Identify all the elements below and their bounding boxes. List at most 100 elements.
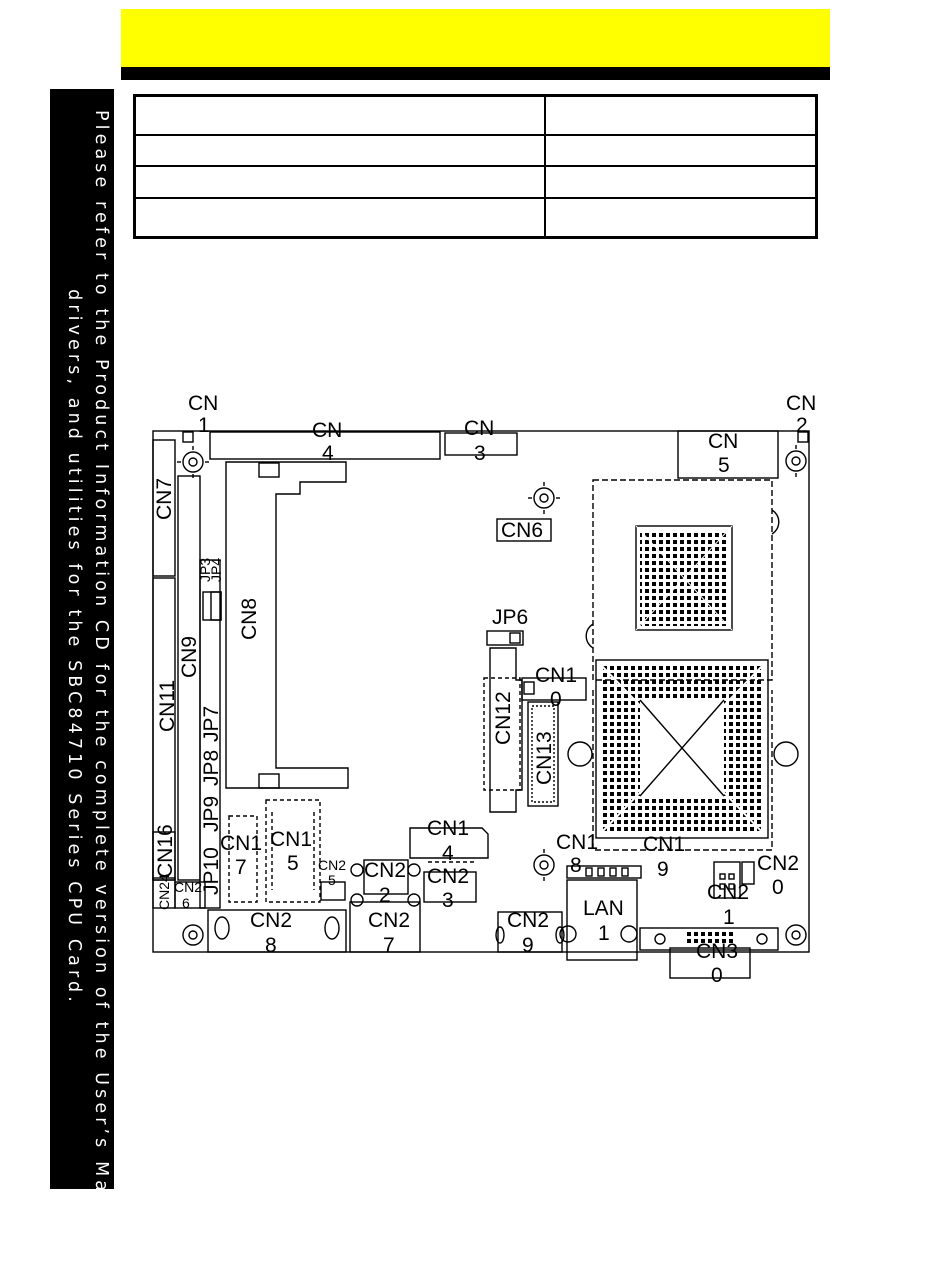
cn18-label: CN1 — [556, 831, 598, 854]
cn29-label: CN2 — [507, 909, 549, 932]
cn14-connector — [409, 827, 489, 859]
cn14-label: CN1 — [427, 817, 469, 840]
lan1-label: LAN — [583, 897, 624, 920]
cn10-label-num: 0 — [550, 688, 562, 711]
cn2-label: CN — [786, 392, 816, 415]
cn20-connector — [713, 861, 741, 899]
cn8-latch-top — [258, 462, 280, 478]
cn18-connector — [566, 865, 642, 879]
table-cell — [133, 165, 546, 200]
mount-hole-bottom-right — [785, 924, 807, 946]
cn12-connector — [489, 647, 523, 813]
cn1-label-num: 1 — [198, 414, 210, 437]
cn8-slot — [225, 461, 349, 789]
cn22-label: CN2 — [364, 859, 406, 882]
jp10-label: JP10 — [200, 847, 223, 895]
cn11-label: CN11 — [156, 680, 179, 732]
cn19-label-num: 9 — [657, 858, 669, 881]
cn6-connector — [496, 518, 552, 542]
cn26-label-num: 6 — [182, 895, 190, 911]
jp8-label: JP8 — [200, 750, 223, 786]
cn17-label: CN1 — [220, 832, 262, 855]
cn18-label-num: 8 — [570, 854, 582, 877]
cn27-connector — [349, 901, 421, 953]
cn23-label-num: 3 — [442, 889, 454, 912]
cn3-label-num: 3 — [474, 442, 486, 465]
table-cell — [133, 133, 546, 168]
cn30-label-num: 0 — [711, 964, 723, 987]
table-cell — [133, 197, 546, 239]
side-note-tab — [50, 89, 114, 1189]
mount-hole-top-left — [177, 446, 209, 478]
cn19-label: CN1 — [643, 833, 685, 856]
table-row — [133, 94, 818, 136]
cn6-label: CN6 — [501, 519, 543, 542]
cn5-label-num: 5 — [718, 454, 730, 477]
cn7-label: CN7 — [153, 478, 176, 520]
jp3-jumper — [202, 591, 222, 621]
cn4-connector — [209, 431, 441, 460]
cn7-connector — [152, 439, 176, 577]
table-cell — [133, 94, 546, 136]
cn20-label: CN2 — [757, 852, 799, 875]
jp4-label: JP4 — [208, 558, 224, 582]
cn17-connector — [228, 815, 258, 903]
cn25-label: CN2 — [318, 857, 346, 873]
cn22-connector — [363, 859, 409, 895]
cn10-label: CN1 — [535, 664, 577, 687]
cn30-connector — [639, 927, 779, 951]
cn5-connector — [677, 430, 779, 479]
cn24-label: CN24 — [156, 874, 172, 910]
cn26-connector — [174, 881, 206, 909]
cn25-header — [320, 881, 346, 901]
cn28-connector — [207, 909, 347, 953]
cn13-connector — [527, 701, 559, 807]
cn4-label-num: 4 — [322, 442, 334, 465]
cn15-label-num: 5 — [287, 852, 299, 875]
cn23-connector — [423, 871, 477, 903]
jp-strip — [199, 559, 221, 909]
jp6-label: JP6 — [492, 606, 528, 629]
mount-hole-center — [528, 482, 560, 514]
table-row — [133, 197, 818, 239]
cn22-label-num: 2 — [379, 884, 391, 907]
header-yellow-bar — [121, 9, 830, 67]
cn21-connector — [741, 861, 755, 885]
cn15-label: CN1 — [270, 828, 312, 851]
mount-hole-bottom-left — [182, 924, 204, 946]
cn15-connector — [265, 799, 321, 903]
cn29-label-num: 9 — [522, 934, 534, 957]
cn10-connector — [521, 677, 587, 701]
cn5-label: CN — [708, 430, 738, 453]
mount-hole-top-right — [785, 445, 807, 477]
northbridge-chip — [635, 525, 733, 631]
cn28-label-num: 8 — [265, 934, 277, 957]
cn9-label: CN9 — [178, 636, 201, 678]
table-cell — [544, 94, 818, 136]
table-cell — [544, 165, 818, 200]
table-cell — [544, 133, 818, 168]
cn20-label-num: 0 — [772, 876, 784, 899]
header-rule — [121, 67, 830, 80]
cn25-label-num: 5 — [328, 872, 336, 888]
cn3-label: CN — [464, 417, 494, 440]
cn12-label: CN12 — [492, 691, 515, 745]
jp3-label: JP3 — [197, 558, 213, 582]
cn21-label: CN2 — [707, 881, 749, 904]
cn2-label-num: 2 — [796, 414, 808, 437]
cn13-label: CN13 — [533, 731, 556, 785]
cn30-label: CN3 — [696, 940, 738, 963]
cn1-connector — [182, 431, 194, 443]
cpu-socket — [595, 659, 769, 839]
table-row — [133, 165, 818, 200]
spec-table — [133, 94, 818, 239]
cn23-label: CN2 — [427, 865, 469, 888]
lan1-port — [566, 879, 638, 961]
cn21-label-num: 1 — [723, 906, 735, 929]
cn3-connector — [444, 432, 518, 456]
cn8-label: CN8 — [238, 598, 261, 640]
jp4-jumper — [210, 591, 222, 621]
cn14-label-num: 4 — [442, 842, 454, 865]
lan1-label-num: 1 — [598, 922, 610, 945]
